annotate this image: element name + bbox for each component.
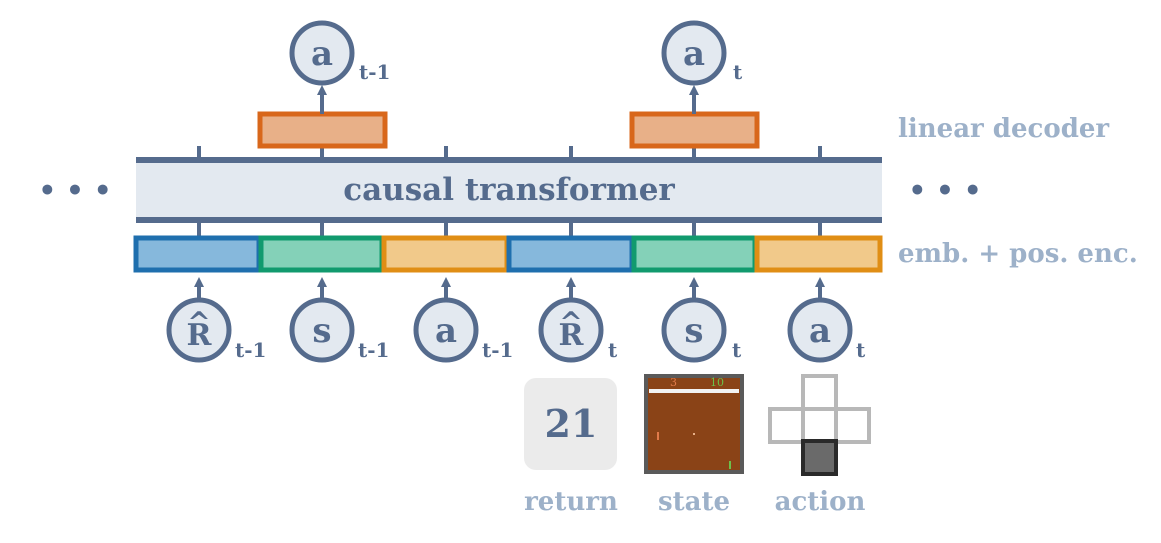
linear-decoder-box-2 [629,111,760,149]
return-example: 21 return [524,378,618,517]
linear-decoder-box-1 [257,111,388,149]
causal-transformer-block: causal transformer [136,157,882,223]
input-token-subscript: t-1 [358,338,389,362]
input-token-hat: ^ [187,306,210,339]
state-label: state [658,487,730,517]
output-token-symbol: a [683,34,705,74]
action-example: action [768,374,871,517]
input-token-symbol: a [809,311,831,351]
input-token-return-t-1: ^ R t-1 [166,297,266,363]
transformer-label: causal transformer [343,172,675,208]
output-token-symbol: a [311,34,333,74]
embedding-box-action-t-1 [381,235,510,273]
right-ellipsis: • • • [908,174,981,207]
input-token-return-t: ^ R t [538,297,618,363]
game-ball [693,433,695,435]
game-score-left: 3 [670,376,677,389]
action-label: action [775,487,866,517]
input-token-action-t-1: a t-1 [413,297,513,363]
input-token-state-t: s t [661,297,742,363]
embedding-label: emb. + pos. enc. [898,239,1138,269]
return-value: 21 [545,401,598,446]
input-token-symbol: a [435,311,457,351]
linear-decoder-label: linear decoder [898,114,1109,144]
input-token-subscript: t [732,338,742,362]
output-token-subscript: t-1 [359,60,390,84]
embedding-box-state-t [631,235,758,273]
embedding-box-return-t-1 [133,235,262,273]
input-token-hat: ^ [559,306,582,339]
output-token-2: a t [661,20,743,86]
input-token-symbol: s [684,311,703,351]
state-example: 3 10 state [644,374,744,517]
game-paddle-right [729,461,731,469]
input-token-subscript: t [608,338,618,362]
embedding-box-return-t [506,235,635,273]
dpad-icon [768,374,871,444]
input-token-subscript: t-1 [235,338,266,362]
game-score-right: 10 [710,376,724,389]
input-token-symbol: s [312,311,331,351]
input-token-symbol: R [559,318,585,353]
game-top-bar [649,389,739,393]
return-label: return [524,487,618,517]
transformer-bottom-ticks [197,220,822,236]
dpad-selected-down [801,439,838,476]
input-arrows [194,277,825,300]
output-token-subscript: t [733,60,743,84]
embedding-box-state-t-1 [258,235,385,273]
input-token-action-t: a t [787,297,866,363]
embedding-box-action-t [754,235,883,273]
input-token-symbol: R [187,318,213,353]
left-ellipsis: • • • [38,174,111,207]
input-token-state-t-1: s t-1 [289,297,389,363]
game-paddle-left [657,432,659,440]
input-token-subscript: t [856,338,866,362]
output-token-1: a t-1 [289,20,390,86]
input-token-subscript: t-1 [482,338,513,362]
